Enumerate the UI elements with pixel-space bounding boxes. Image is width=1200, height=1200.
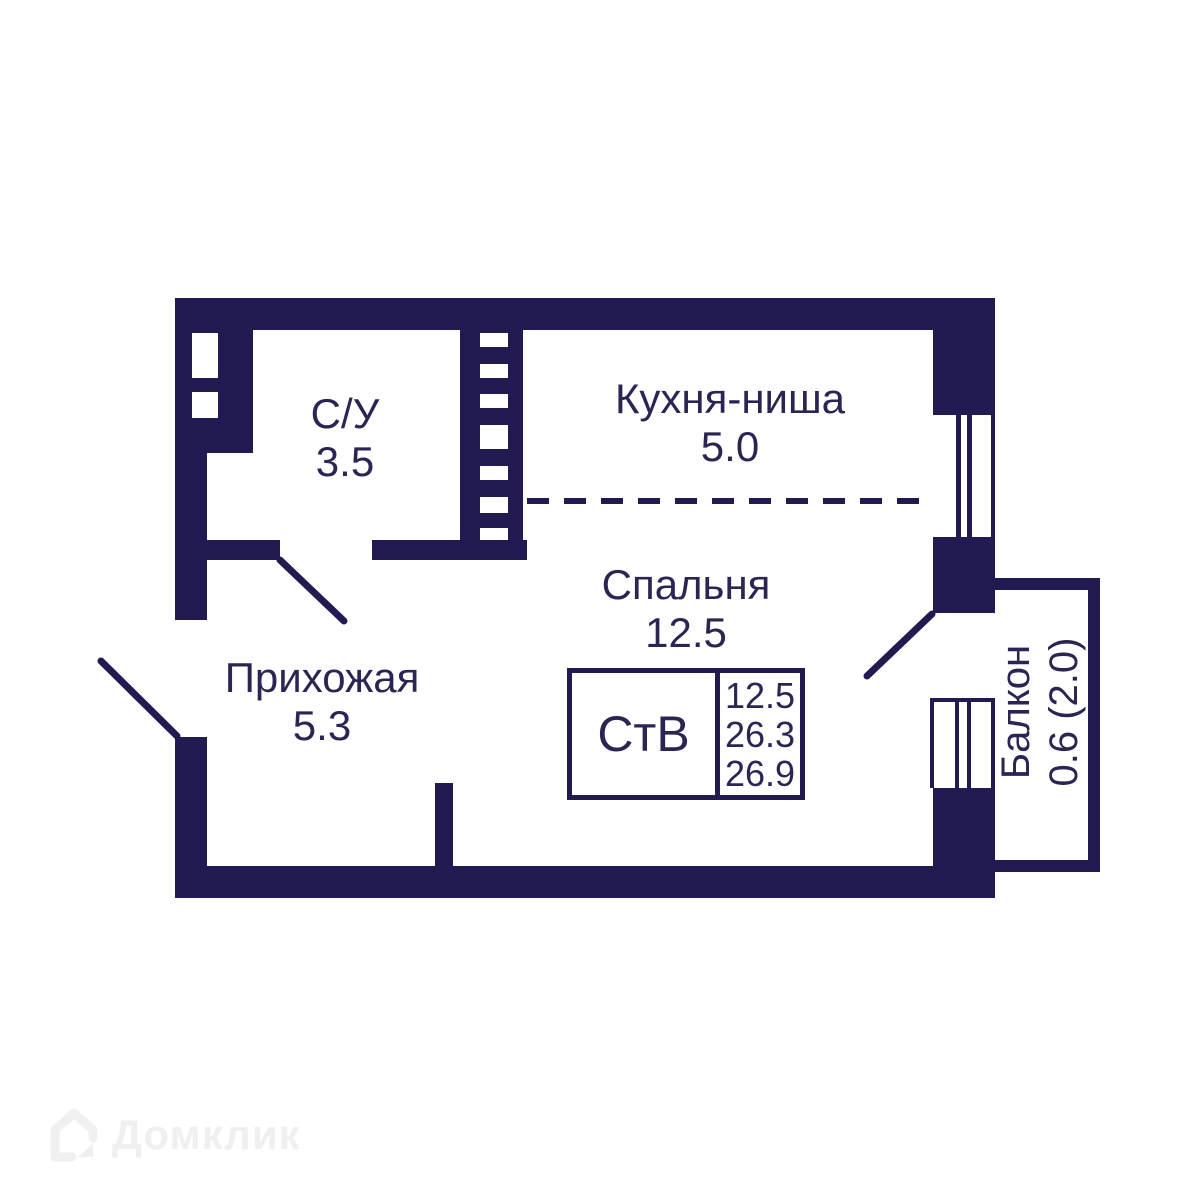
shaft-hole	[192, 392, 218, 418]
vent-slot	[480, 364, 508, 378]
apartment-type: СтВ	[572, 673, 720, 795]
vent-slot	[480, 466, 508, 480]
window-glazing-bar	[956, 415, 961, 537]
watermark-label: Домклик	[112, 1111, 301, 1158]
watermark: Домклик	[46, 1104, 301, 1166]
room-area: 12.5	[645, 609, 727, 656]
window-frame-left	[930, 698, 934, 788]
wall-bottom	[175, 866, 995, 898]
wall-bathroom-bottom-left	[207, 540, 280, 560]
room-name: Спальня	[601, 561, 771, 608]
house-logo-icon	[50, 1108, 98, 1162]
wall-stub-partition	[435, 783, 453, 866]
wall-right-lower	[933, 788, 995, 898]
room-label-hallway: Прихожая 5.3	[225, 654, 420, 750]
wall-bathroom-bottom-right	[372, 540, 527, 560]
window-glazing-bar	[955, 700, 959, 788]
window-outer-edge	[991, 415, 995, 537]
apartment-areas: 12.5 26.3 26.9	[720, 673, 800, 795]
balcony-wall-top	[995, 578, 1100, 590]
shaft-hole	[192, 333, 218, 378]
window-glazing-bar	[967, 700, 971, 788]
window-frame-top	[930, 698, 995, 702]
vent-slot	[480, 497, 508, 513]
room-label-bathroom: С/У 3.5	[311, 390, 380, 486]
area-value: 26.3	[725, 713, 796, 755]
room-name: Прихожая	[224, 654, 420, 701]
vent-slot	[480, 394, 508, 408]
balcony-wall-right	[1088, 578, 1100, 872]
room-label-balcony: Балкон 0.6 (2.0)	[992, 638, 1088, 787]
room-label-bedroom: Спальня 12.5	[602, 561, 771, 657]
vent-shaft-column	[460, 330, 523, 542]
wall-right-middle	[933, 537, 995, 613]
room-label-kitchen: Кухня-ниша 5.0	[615, 375, 845, 471]
vent-slot	[480, 425, 508, 449]
room-area: 0.6 (2.0)	[1042, 637, 1086, 787]
entry-door-swing-line	[97, 657, 181, 740]
room-name: Кухня-ниша	[614, 375, 846, 422]
room-area: 3.5	[315, 438, 375, 485]
room-name: Балкон	[994, 644, 1038, 780]
room-area: 5.3	[292, 702, 352, 749]
room-area: 5.0	[700, 423, 760, 470]
total-area-value: 26.9	[725, 752, 796, 794]
balcony-door-swing-line	[863, 610, 936, 680]
vent-slot	[480, 528, 508, 541]
window-outer-edge	[991, 700, 995, 788]
window-glazing-bar	[967, 415, 972, 537]
balcony-wall-bottom	[995, 860, 1100, 872]
vent-slot	[480, 333, 508, 347]
bathroom-door-swing-line	[276, 556, 348, 625]
wall-right-upper	[933, 330, 995, 415]
room-name: С/У	[310, 390, 380, 437]
apartment-info-box: СтВ 12.5 26.3 26.9	[567, 668, 805, 800]
wall-top	[175, 298, 995, 330]
living-area-value: 12.5	[725, 674, 796, 716]
